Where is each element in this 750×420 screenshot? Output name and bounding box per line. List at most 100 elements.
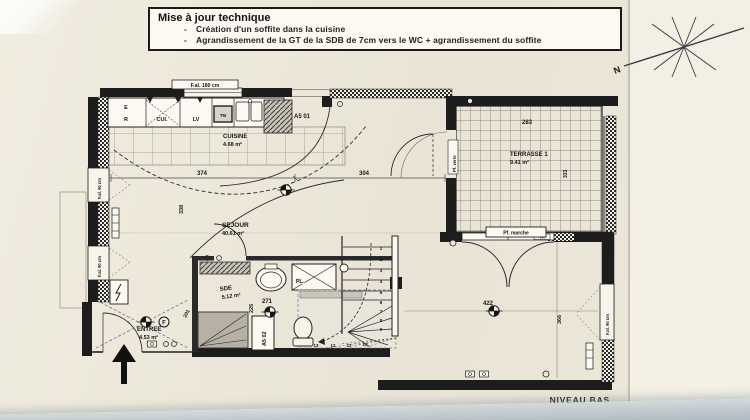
step-number: 13 xyxy=(313,343,319,348)
french-door-arc xyxy=(461,241,508,288)
socket-icon xyxy=(171,341,177,347)
shower xyxy=(199,261,251,275)
dim-271: 271 xyxy=(262,299,273,305)
step-number: 7 xyxy=(380,309,383,314)
sde-door-arc xyxy=(213,223,247,257)
door-swings xyxy=(95,105,555,353)
right-window xyxy=(599,283,615,341)
step-number: 12 xyxy=(330,343,336,348)
plan-texts: CUISINE 4.68 m² SEJOUR 40.61 m² SDE 5.12… xyxy=(137,114,569,341)
left-window-top-label: F.al. 90 cm xyxy=(97,178,102,199)
title-block-item: - Agrandissement de la GT de la SDB de 7… xyxy=(158,35,612,46)
entree-door-arc xyxy=(102,312,143,353)
step-number: 2 xyxy=(380,257,383,262)
step-number: 5 xyxy=(380,290,383,295)
kitchen-window-tag xyxy=(171,79,239,90)
sink-bowl xyxy=(235,101,250,122)
soffit-dashed-arc xyxy=(113,125,367,195)
title-block: Mise à jour technique - Création d'un so… xyxy=(148,7,622,51)
entree-name: ENTREE xyxy=(137,327,161,333)
towel-rail xyxy=(299,290,363,299)
paper-fold-line xyxy=(628,0,630,404)
kitchen-door-arc xyxy=(219,105,331,187)
walking-line xyxy=(323,242,372,342)
symbols: F xyxy=(109,98,594,384)
compass-north-label: N xyxy=(612,64,622,76)
terrasse-area: 9.41 m² xyxy=(510,159,529,166)
door-tag-2-box xyxy=(251,315,275,351)
pf-verre-label: Pf. verre xyxy=(452,155,457,172)
toilet-tank xyxy=(292,337,314,347)
door-jamb xyxy=(322,96,332,107)
dim-283: 283 xyxy=(522,120,533,126)
dim-226: 226 xyxy=(249,304,255,313)
outlet-triangle xyxy=(147,97,153,103)
walking-line-arrow xyxy=(318,338,325,345)
title-block-title: Mise à jour technique xyxy=(158,12,271,24)
fridge-label-top: E xyxy=(124,105,128,111)
sejour-name: SEJOUR xyxy=(222,222,249,229)
pf-marche-tag xyxy=(485,226,547,238)
junction-circle xyxy=(337,101,343,107)
terrasse-name: TERRASSE 1 xyxy=(510,152,548,158)
dim-366: 366 xyxy=(557,315,563,324)
step-number: 1 xyxy=(380,246,383,251)
ceiling-point-marker xyxy=(277,184,295,196)
left-window-top xyxy=(87,167,110,203)
step-number: 9 xyxy=(380,327,383,332)
sejour-arc xyxy=(189,179,345,259)
duct-shaft xyxy=(263,99,293,134)
sde-area: 5.12 m² xyxy=(221,291,241,301)
title-block-item: - Création d'un soffite dans la cuisine xyxy=(158,24,612,35)
kitchen-counter: E R CUI. LV TM xyxy=(107,97,343,134)
dim-422: 422 xyxy=(483,301,494,307)
kitchen-tiles xyxy=(107,126,346,166)
entree-area: 4.53 m² xyxy=(139,334,158,341)
french-door: VR Pf. marche Pf. verre xyxy=(447,139,555,241)
title-block-item-text: Création d'un soffite dans la cuisine xyxy=(196,24,346,34)
sink-tap xyxy=(248,99,252,103)
pf-marche-label: Pf. marche xyxy=(503,231,529,237)
left-window-bottom-label: F.al. 90 cm xyxy=(97,256,102,277)
dishwasher-label: LV xyxy=(193,117,200,123)
right-window-label: F.al. 90 cm xyxy=(605,314,610,335)
sde-name: SDE xyxy=(219,285,232,293)
oven-label: TM xyxy=(220,113,227,118)
toilet xyxy=(293,316,313,340)
dim-338: 338 xyxy=(179,205,185,214)
pf-verre-tag xyxy=(447,139,459,175)
cuisine-name: CUISINE xyxy=(223,134,247,140)
ceiling-point-marker xyxy=(485,305,503,317)
windows: F.al. 180 cm F.al. 90 cm F.al. 90 cm F.a… xyxy=(87,79,615,341)
fridge-label: R xyxy=(124,117,128,123)
radiator xyxy=(585,342,594,370)
socket-icon xyxy=(479,370,489,378)
f-marker-circle xyxy=(158,316,170,328)
paper-corner xyxy=(0,0,90,34)
bullet-dash: - xyxy=(184,24,187,34)
bullet-dash: - xyxy=(184,35,187,46)
closet-label: PL. xyxy=(296,279,304,285)
electrical-panel xyxy=(109,279,129,305)
hob-label: CUI. xyxy=(157,117,168,123)
oven-box xyxy=(213,105,233,123)
outlet-triangle xyxy=(175,97,181,103)
step-number: 6 xyxy=(380,300,383,305)
under-stair-dashes xyxy=(325,337,397,349)
dim-304: 304 xyxy=(359,171,370,177)
step-number: 3 xyxy=(380,268,383,273)
entree-closet xyxy=(197,311,249,349)
sejour-area: 40.61 m² xyxy=(222,230,244,237)
paper-right-panel xyxy=(630,0,750,404)
socket-icon xyxy=(465,370,475,378)
step-number: 11 xyxy=(347,343,352,348)
door-tag-2-label: A5 02 xyxy=(262,331,268,346)
cuisine-area: 4.68 m² xyxy=(223,141,242,148)
ceiling-point-marker xyxy=(137,316,155,328)
newel-post xyxy=(339,263,349,273)
step-number: 4 xyxy=(380,279,383,284)
entrance-arrow-stem xyxy=(121,362,127,384)
dim-374: 374 xyxy=(197,171,208,177)
